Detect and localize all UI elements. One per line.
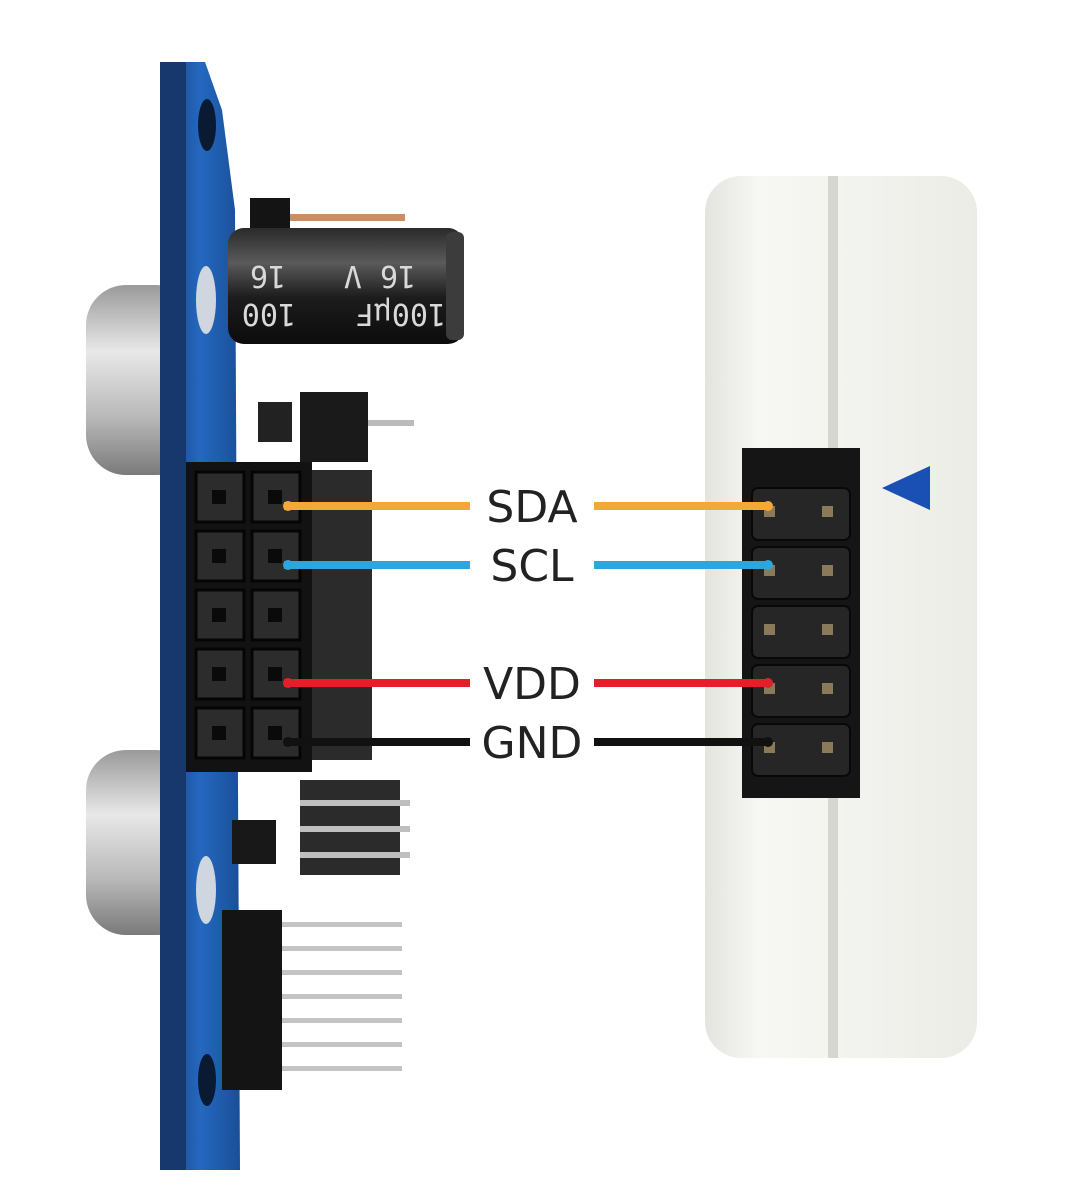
socket-hole [194,588,246,642]
wire-endpoint [763,737,773,747]
wire-endpoint [283,560,293,570]
housing-pin-cell [751,605,851,659]
housing-pin [764,565,775,576]
wire-endpoint [763,501,773,511]
sensor-module: 100µF 16 V 100 16 [86,62,464,1170]
housing-pin [822,624,833,635]
housing-pin-cell [751,546,851,600]
pin-strip [222,910,282,1090]
strip-pin [282,1042,402,1047]
housing-pin [764,624,775,635]
jumper [232,820,276,864]
capacitor-capacitance-label-small: 100 [242,296,296,331]
strip-pin [282,970,402,975]
wire-label-vdd: VDD [483,659,581,710]
capacitor-voltage-label: 16 V [344,258,416,293]
housing-pin-cell [751,487,851,541]
socket-pin-hole [268,549,282,563]
bottom-header-pins [300,800,410,858]
capacitor-capacitance-label: 100µF [356,296,446,331]
housing-pin [822,683,833,694]
wire-endpoint [283,737,293,747]
device-housing [705,176,977,1058]
socket-pin-hole [212,667,226,681]
pin-strip-pins [282,922,402,1071]
solder-pad [196,856,216,924]
header-pin [290,214,405,221]
housing-pin [764,683,775,694]
wire-label-sda: SDA [486,482,577,533]
socket-pin-hole [268,726,282,740]
socket-pin-hole [212,490,226,504]
housing-pin [822,565,833,576]
strip-pin [282,1066,402,1071]
socket-connector [186,462,372,772]
strip-pin [282,922,402,927]
switch-body [300,392,368,462]
housing-pin [764,506,775,517]
wire-label-scl: SCL [490,541,574,592]
wire-endpoint [283,678,293,688]
pin1-marker-icon [882,466,930,510]
solder-pad [196,266,216,334]
housing-pin [822,742,833,753]
switch-pin [368,420,414,426]
strip-pin [282,1018,402,1023]
socket-pin-hole [212,608,226,622]
socket-pin-hole [212,549,226,563]
housing-pin [764,742,775,753]
capacitor: 100µF 16 V 100 16 [228,228,464,344]
smd-part [258,402,292,442]
socket-pin-hole [268,608,282,622]
mount-hole [198,1054,216,1106]
wire-connections: SDA SCL VDD GND [283,482,773,769]
socket-pin-hole [268,667,282,681]
wire-label-gnd: GND [482,718,583,769]
socket-pin-hole [212,726,226,740]
housing-pin-cell [751,664,851,718]
mount-hole [198,99,216,151]
housing-pin [822,506,833,517]
housing-pin-cell [751,723,851,777]
pcb-edge [160,62,186,1170]
wire-endpoint [763,560,773,570]
wire-endpoint [763,678,773,688]
capacitor-voltage-label-small: 16 [250,258,286,293]
strip-pin [282,994,402,999]
strip-pin [282,946,402,951]
socket-pin-hole [268,490,282,504]
wire-endpoint [283,501,293,511]
